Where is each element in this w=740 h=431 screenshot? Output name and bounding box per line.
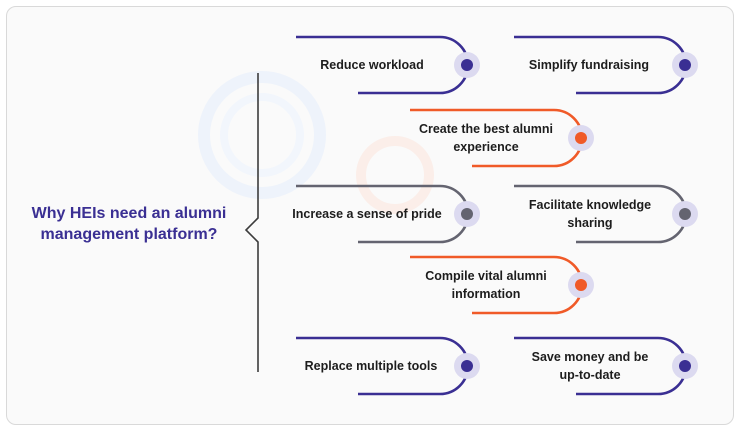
benefit-card-compile-information: Compile vital alumni information [410, 255, 600, 315]
benefit-label: Facilitate knowledge sharing [528, 198, 652, 230]
benefit-card-best-alumni-experience: Create the best alumni experience [410, 108, 600, 168]
indigo-dot-icon [454, 52, 480, 78]
title-line-1: Why HEIs need an alumni [31, 205, 227, 222]
indigo-dot-icon [672, 353, 698, 379]
benefit-label: Save money and be up-to-date [531, 350, 649, 382]
benefit-label: Replace multiple tools [304, 359, 438, 373]
benefit-label: Simplify fundraising [528, 58, 650, 72]
orange-dot-icon [568, 272, 594, 298]
benefit-card-replace-tools: Replace multiple tools [296, 336, 486, 396]
benefit-label: Create the best alumni experience [418, 122, 554, 154]
orange-dot-icon [568, 125, 594, 151]
benefit-card-sense-of-pride: Increase a sense of pride [292, 184, 486, 244]
benefit-label: Compile vital alumni information [425, 269, 547, 301]
indigo-dot-icon [672, 52, 698, 78]
benefit-card-knowledge-sharing: Facilitate knowledge sharing [514, 184, 704, 244]
gray-dot-icon [454, 201, 480, 227]
indigo-dot-icon [454, 353, 480, 379]
benefit-card-reduce-workload: Reduce workload [296, 35, 486, 95]
benefit-label: Increase a sense of pride [292, 207, 442, 221]
title-line-2: management platform? [40, 226, 218, 243]
diagram-title: Why HEIs need an alumni management platf… [24, 203, 234, 245]
infographic-frame [6, 6, 734, 425]
benefit-card-simplify-fundraising: Simplify fundraising [514, 35, 704, 95]
benefit-label: Reduce workload [320, 58, 424, 72]
gray-dot-icon [672, 201, 698, 227]
benefit-card-save-money: Save money and be up-to-date [514, 336, 704, 396]
